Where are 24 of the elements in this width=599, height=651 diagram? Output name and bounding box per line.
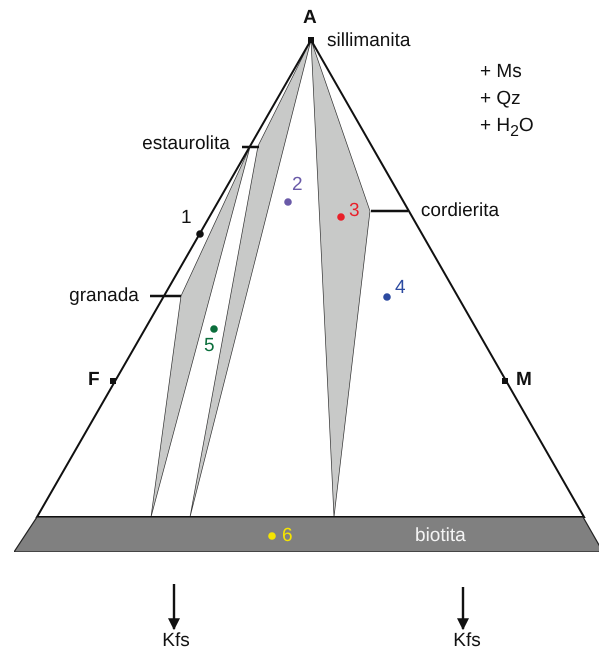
mineral-label: sillimanita [327,31,410,50]
arrow [457,587,469,630]
sample-number: 2 [292,175,303,194]
mineral-label: estaurolita [141,134,231,153]
sample-number: 1 [181,208,192,227]
leader-line [371,210,408,212]
leader-line [242,146,259,148]
mineral-label: cordierita [420,201,500,220]
sample-number: 4 [395,278,406,297]
band-label: biotita [415,526,466,545]
vertex-label: F [88,370,100,389]
vertex-label: M [516,370,532,389]
mineral-label: Kfs [161,631,191,650]
sample-number: 3 [349,201,360,220]
arrow [168,584,180,630]
sample-number: 5 [204,336,215,355]
sample-number: 6 [282,526,293,545]
leader-line [150,294,181,298]
phase-note: + Ms [480,62,522,81]
phase-note: + Qz [480,89,521,108]
vertex-label: A [303,8,317,27]
mineral-label: granada [68,286,140,305]
mineral-label: Kfs [452,631,482,650]
phase-note: + H$_{2}$O [480,116,534,140]
